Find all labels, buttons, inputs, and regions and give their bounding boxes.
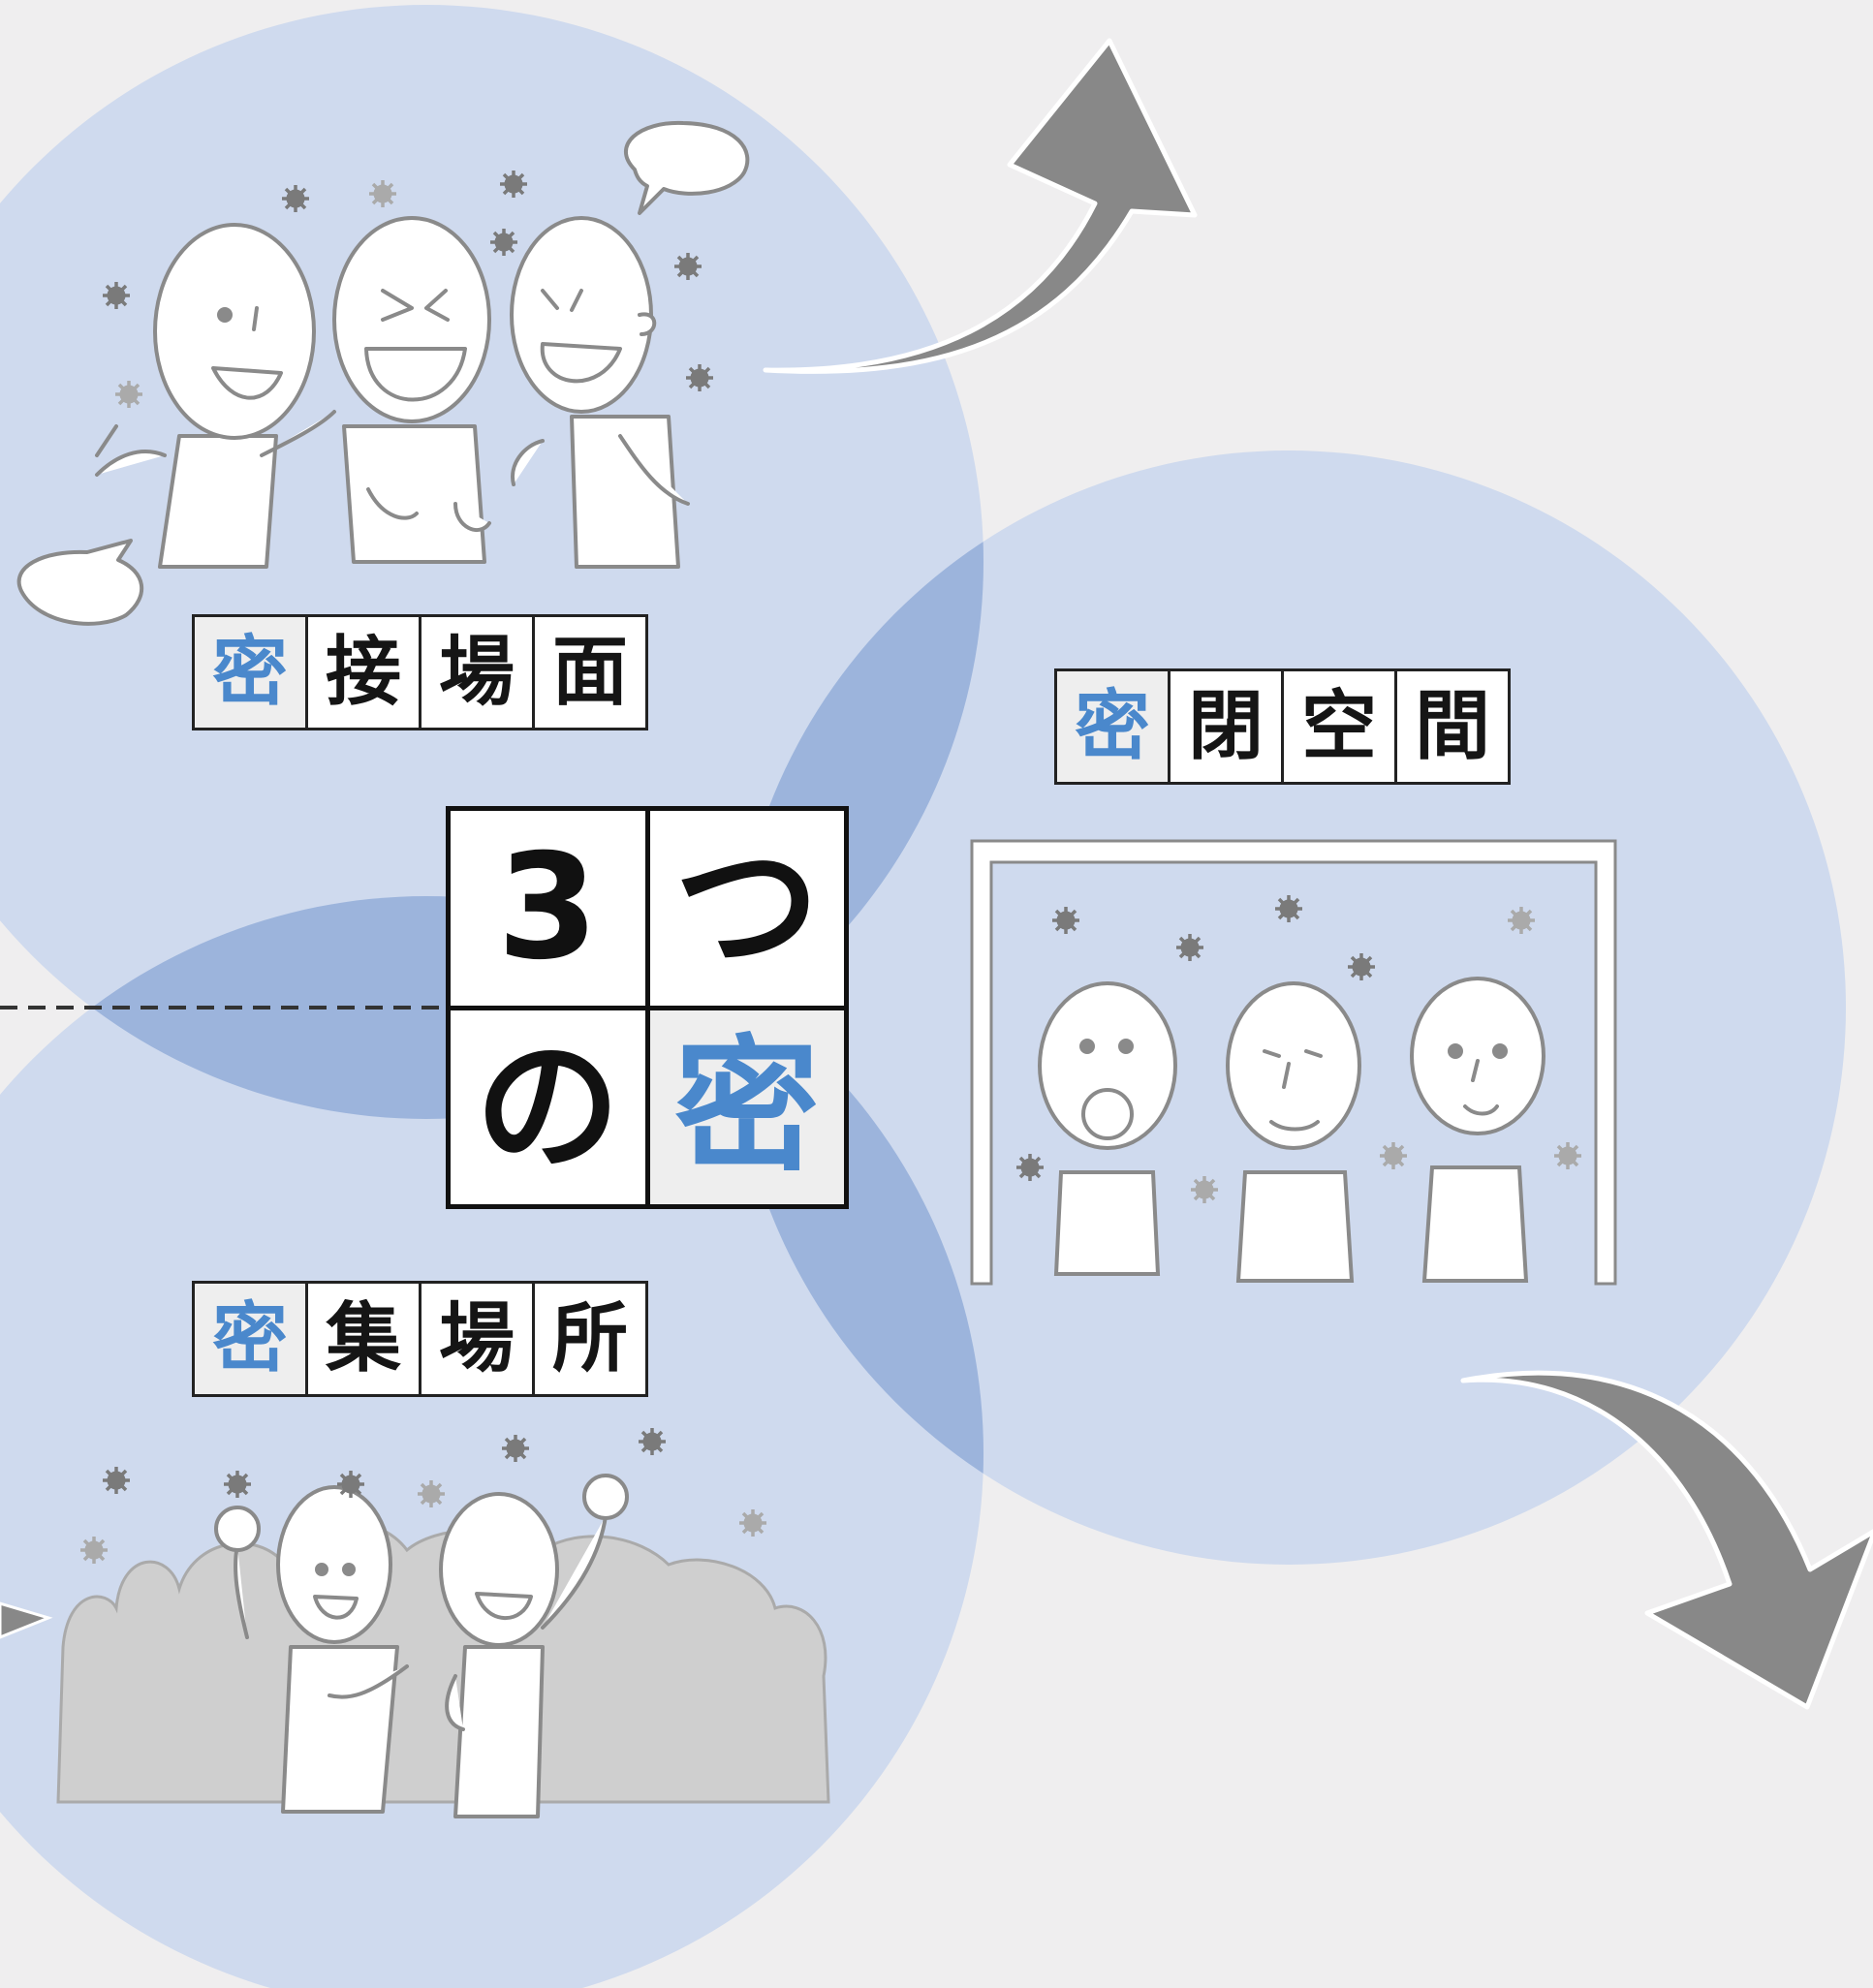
center-title: 3 つ の 密 [446, 806, 849, 1209]
label-closed-space: 密 閉 空 間 [1054, 668, 1511, 785]
label-char: 集 [308, 1284, 419, 1394]
label-char: 接 [308, 617, 419, 728]
room-frame [970, 839, 1617, 1286]
label-char: 閉 [1171, 671, 1281, 782]
label-close-contact: 密 接 場 面 [192, 614, 648, 730]
center-title-char: 密 [649, 1010, 844, 1204]
label-char: 所 [535, 1284, 645, 1394]
center-title-char: つ [649, 811, 844, 1006]
center-title-char: の [451, 1010, 645, 1204]
crowded-place-illustration [56, 1426, 830, 1818]
center-title-char: 3 [451, 811, 645, 1006]
label-crowded-place: 密 集 場 所 [192, 1281, 648, 1397]
speech-bubble-icon [16, 539, 144, 626]
close-contact-illustration [16, 120, 750, 626]
closed-space-illustration [970, 839, 1617, 1286]
label-char: 面 [535, 617, 645, 728]
label-char: 密 [1057, 671, 1168, 782]
label-char: 密 [195, 617, 305, 728]
curved-arrow-icon [1460, 1370, 1873, 1710]
speech-bubble-icon [624, 120, 750, 215]
label-char: 場 [421, 1284, 532, 1394]
crowd-silhouette [56, 1520, 830, 1804]
label-char: 場 [421, 617, 532, 728]
label-char: 空 [1284, 671, 1394, 782]
label-char: 間 [1397, 671, 1508, 782]
label-char: 密 [195, 1284, 305, 1394]
curved-arrow-icon [763, 38, 1198, 374]
curved-arrow-icon [0, 1601, 53, 1639]
